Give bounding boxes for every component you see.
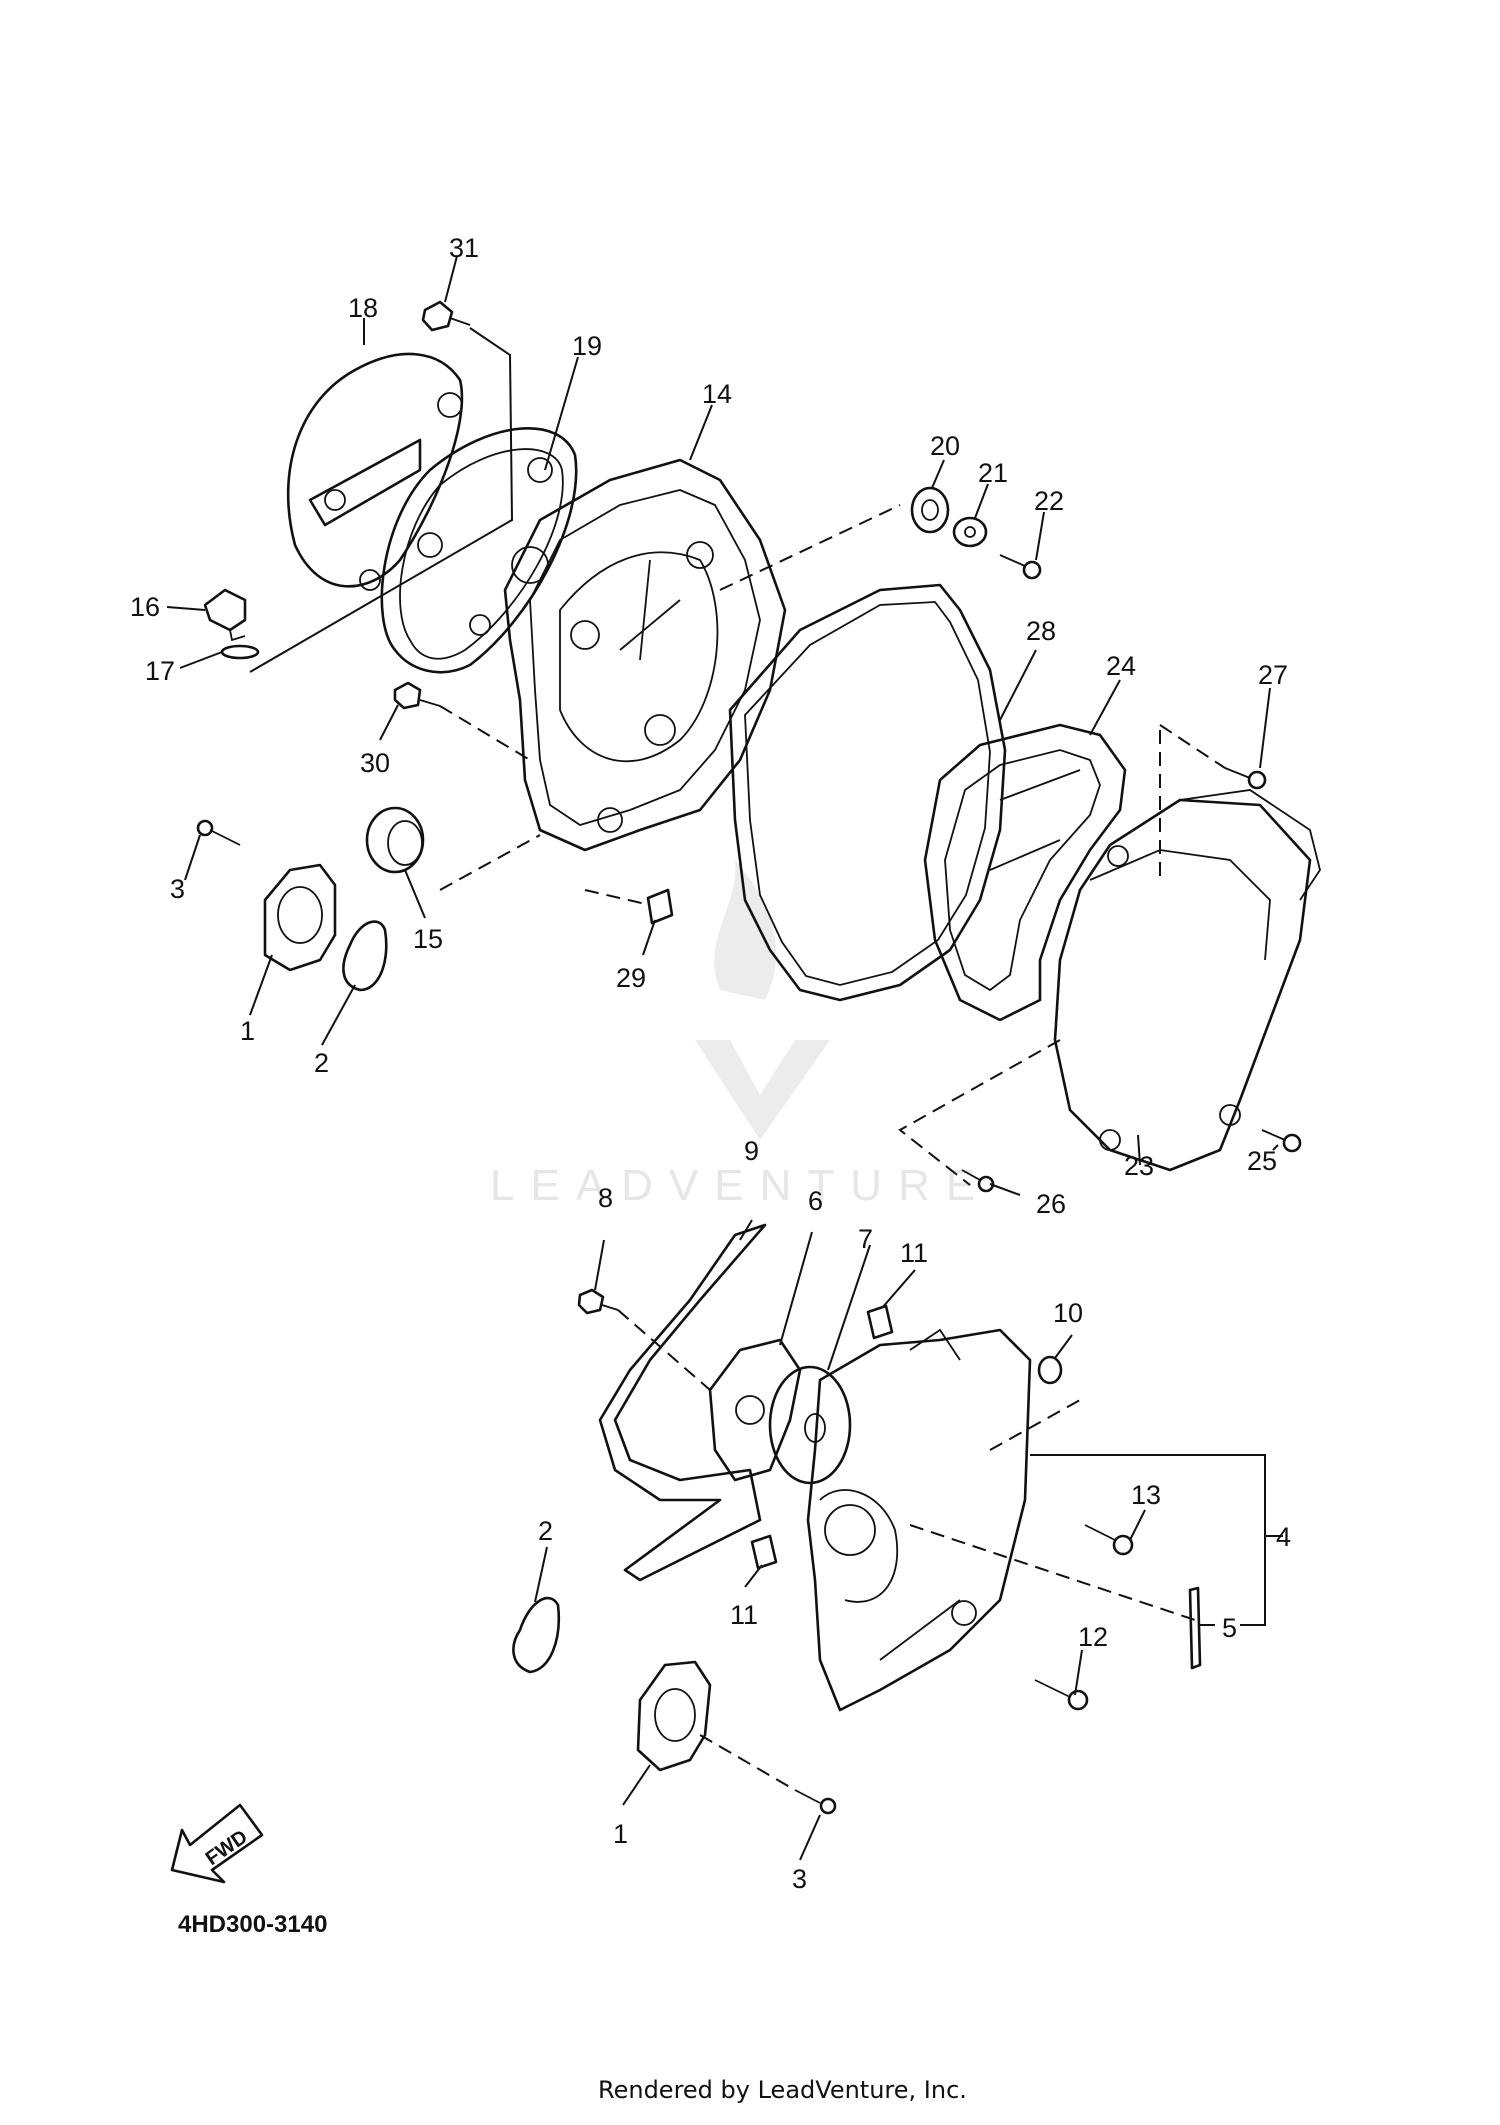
watermark-text: LEADVENTURE xyxy=(490,1161,991,1210)
callout-12: 12 xyxy=(1078,1622,1108,1652)
forward-arrow: FWD xyxy=(170,1803,264,1884)
part-22-bolt xyxy=(999,554,1042,580)
part-14-crankcase-cover xyxy=(503,458,787,852)
callout-21: 21 xyxy=(978,458,1008,488)
part-21-washer xyxy=(952,516,988,548)
part-16-oil-filler-cap xyxy=(203,588,247,642)
part-13-bolt xyxy=(1084,1524,1134,1556)
part-19-gasket xyxy=(380,427,578,674)
footer-credit: Rendered by LeadVenture, Inc. xyxy=(598,2076,967,2104)
callout-23: 23 xyxy=(1124,1151,1154,1181)
part-26-bolt xyxy=(961,1169,995,1193)
part-7-impeller xyxy=(768,1365,852,1485)
part-24-gasket xyxy=(923,723,1127,1022)
part-11-dowel-lower xyxy=(750,1534,778,1570)
callout-4: 4 xyxy=(1276,1522,1291,1552)
callout-22: 22 xyxy=(1034,486,1064,516)
part-10-grommet xyxy=(1037,1355,1063,1385)
callout-8: 8 xyxy=(598,1183,613,1213)
part-3-screw-lower xyxy=(794,1789,837,1815)
part-25-bolt xyxy=(1261,1129,1302,1153)
part-2-gasket-lower xyxy=(512,1596,561,1674)
callout-1-upper: 1 xyxy=(240,1016,255,1046)
part-11-dowel-upper xyxy=(866,1304,894,1340)
forward-label: FWD xyxy=(202,1826,252,1870)
part-29-dowel-pin xyxy=(646,888,674,925)
callout-29: 29 xyxy=(616,963,646,993)
leader-lines xyxy=(166,255,1283,1861)
callout-2-lower: 2 xyxy=(538,1516,553,1546)
part-20-grommet xyxy=(910,486,950,534)
callout-3-lower: 3 xyxy=(792,1864,807,1894)
part-1-cover-upper xyxy=(263,863,337,972)
callout-20: 20 xyxy=(930,431,960,461)
callout-15: 15 xyxy=(413,924,443,954)
part-31-bolt xyxy=(421,300,471,332)
callout-11-upper: 11 xyxy=(900,1238,928,1268)
callout-14: 14 xyxy=(702,379,732,409)
part-28-gasket xyxy=(728,583,1007,1002)
callout-31: 31 xyxy=(449,233,479,263)
part-1-cover-lower xyxy=(636,1660,712,1772)
callout-16: 16 xyxy=(130,592,160,622)
callout-6: 6 xyxy=(808,1186,823,1216)
callout-28: 28 xyxy=(1026,616,1056,646)
part-3-screw-upper xyxy=(196,819,241,846)
callout-10: 10 xyxy=(1053,1298,1083,1328)
callout-13: 13 xyxy=(1131,1480,1161,1510)
callout-7: 7 xyxy=(858,1224,873,1254)
leadventure-watermark: LEADVENTURE xyxy=(490,860,991,1210)
callout-26: 26 xyxy=(1036,1189,1066,1219)
callout-27: 27 xyxy=(1258,660,1288,690)
part-15-oil-seal xyxy=(365,806,425,874)
callout-30: 30 xyxy=(360,748,390,778)
callout-25: 25 xyxy=(1247,1146,1277,1176)
part-30-bolt xyxy=(393,681,441,710)
part-9-gasket xyxy=(598,1223,767,1582)
callout-5: 5 xyxy=(1222,1613,1237,1643)
callout-2-upper: 2 xyxy=(314,1048,329,1078)
callout-3-upper: 3 xyxy=(170,874,185,904)
part-27-bolt xyxy=(1224,767,1267,790)
callout-11-lower: 11 xyxy=(730,1600,758,1630)
callout-18: 18 xyxy=(348,293,378,323)
callout-19: 19 xyxy=(572,331,602,361)
diagram-code: 4HD300-3140 xyxy=(178,1911,327,1938)
part-6-impeller-housing xyxy=(708,1338,802,1482)
part-8-bolt xyxy=(577,1288,619,1315)
callout-1-lower: 1 xyxy=(613,1819,628,1849)
assembly-lines xyxy=(439,504,1226,1791)
part-5-plate xyxy=(1188,1586,1202,1670)
part-12-bolt xyxy=(1034,1679,1089,1711)
part-2-gasket-upper xyxy=(342,920,388,992)
part-23-cover xyxy=(1053,789,1321,1172)
part-4-generator-cover xyxy=(806,1328,1032,1712)
callout-24: 24 xyxy=(1106,651,1136,681)
callout-numbers: 31 18 19 14 20 21 22 28 24 27 16 17 30 3… xyxy=(130,233,1291,1894)
part-18-cover-plate xyxy=(286,352,464,591)
part-17-o-ring xyxy=(220,644,260,660)
callout-9: 9 xyxy=(744,1136,759,1166)
callout-17: 17 xyxy=(145,656,175,686)
